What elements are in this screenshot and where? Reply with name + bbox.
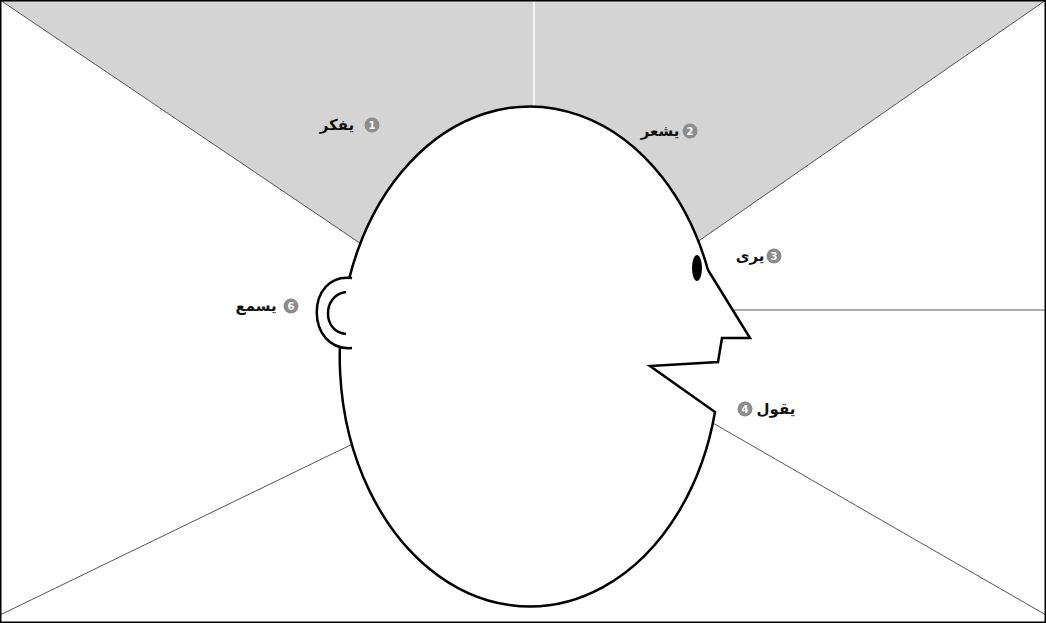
callout-number: 3 <box>767 249 782 264</box>
section-label: يفكر <box>320 116 354 134</box>
ear-inner <box>328 292 346 334</box>
head-outline <box>340 107 750 607</box>
callout-number: 1 <box>365 118 380 133</box>
callout-number: 4 <box>738 402 753 417</box>
section-label: يرى <box>736 247 765 265</box>
ear-outer <box>317 278 352 348</box>
section-label: يشعر <box>641 122 680 140</box>
section-label: يقول <box>757 400 796 418</box>
eye <box>692 255 702 281</box>
callout-number: 2 <box>683 124 698 139</box>
section-label: يسمع <box>235 297 276 315</box>
callout-number: 6 <box>284 299 299 314</box>
